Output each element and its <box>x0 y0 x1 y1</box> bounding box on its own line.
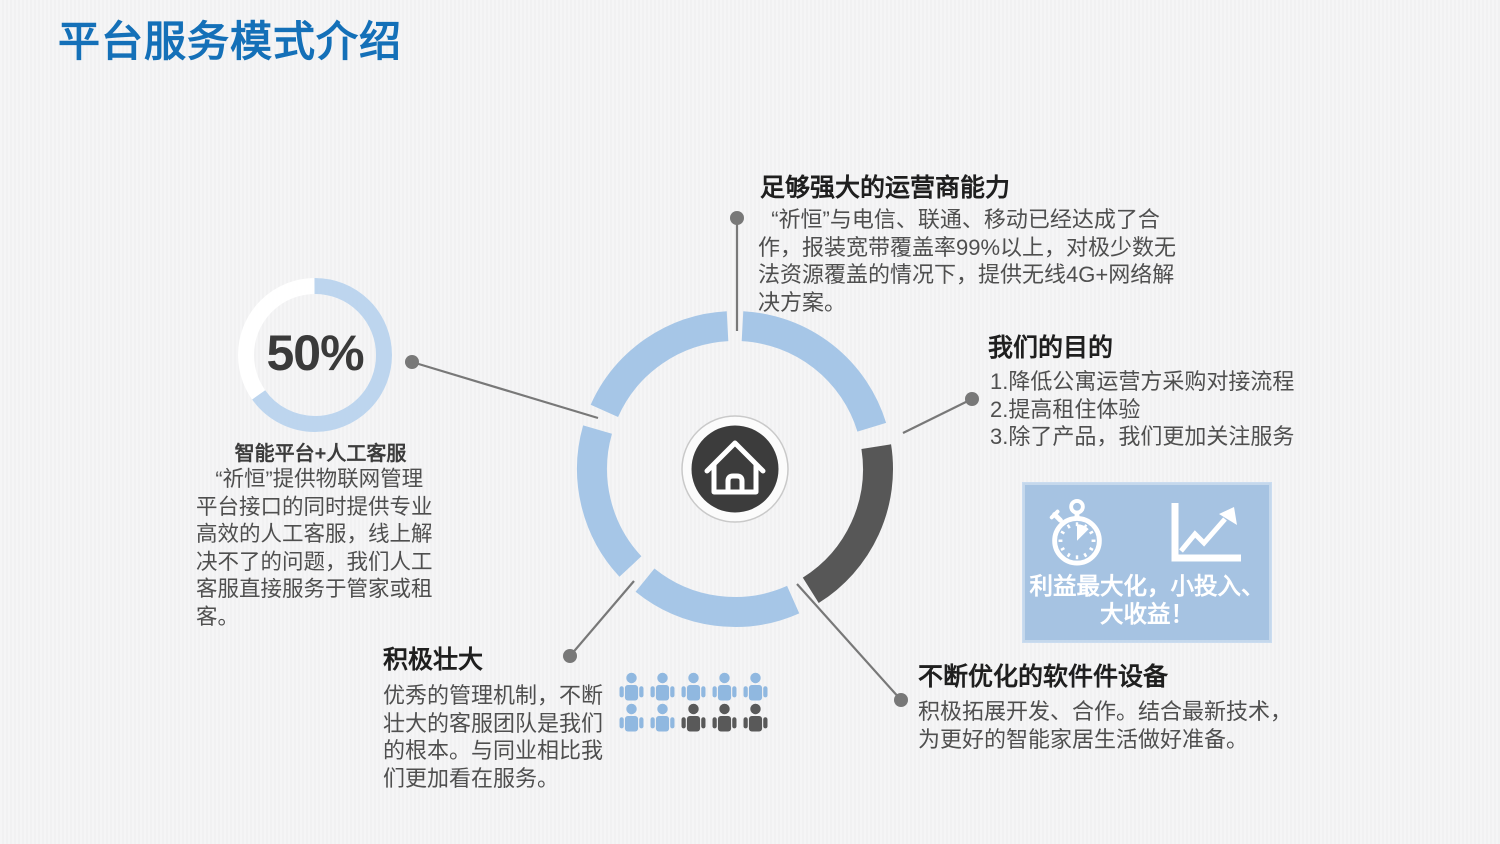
person-icon <box>679 672 708 701</box>
operator-body: “祈恒”与电信、联通、移动已经达成了合作，报装宽带覆盖率99%以上，对极少数无法… <box>758 207 1177 315</box>
service-donut <box>230 270 400 440</box>
person-icon <box>617 672 646 701</box>
operator-title: 足够强大的运营商能力 <box>760 174 1011 202</box>
purpose-item: 3.除了产品，我们更加关注服务 <box>990 424 1295 449</box>
stopwatch-icon <box>1049 498 1102 566</box>
growth-chart-icon <box>1171 503 1241 562</box>
software-title: 不断优化的软件件设备 <box>918 663 1169 691</box>
page-title: 平台服务模式介绍 <box>58 18 403 65</box>
benefit-box: 利益最大化，小投入、大收益！ <box>1022 482 1272 643</box>
connector-lines <box>405 211 979 707</box>
growth-body: 优秀的管理机制，不断壮大的客服团队是我们的根本。与同业相比我们更加看在服务。 <box>383 683 604 791</box>
service-body: “祈恒”提供物联网管理平台接口的同时提供专业高效的人工客服，线上解决不了的问题，… <box>196 467 433 629</box>
connector-line <box>796 583 902 701</box>
person-icon <box>710 672 739 701</box>
person-icon <box>741 672 770 701</box>
person-icon <box>648 703 677 732</box>
person-icon <box>710 703 739 732</box>
connector-dot <box>405 355 419 369</box>
software-body: 积极拓展开发、合作。结合最新技术，为更好的智能家居生活做好准备。 <box>918 699 1293 752</box>
person-icon <box>617 703 646 732</box>
connector-dot <box>965 392 979 406</box>
center-dark-circle <box>691 425 779 513</box>
service-donut-chart <box>238 278 392 432</box>
person-icon <box>741 703 770 732</box>
ring-segment <box>577 311 893 627</box>
person-icon <box>679 703 708 732</box>
connector-line <box>902 398 973 434</box>
connector-line <box>411 360 599 420</box>
home-icon <box>704 440 766 495</box>
purpose-title: 我们的目的 <box>988 334 1114 362</box>
connector-dot <box>563 649 577 663</box>
team-grid <box>617 672 777 734</box>
donut-value-arc <box>238 278 392 432</box>
growth-title: 积极壮大 <box>383 646 484 674</box>
benefit-icons <box>1023 483 1271 568</box>
ring-segment <box>577 311 893 627</box>
ring-segment <box>577 311 893 627</box>
person-icon <box>648 672 677 701</box>
purpose-item: 1.降低公寓运营方采购对接流程 <box>990 369 1295 394</box>
benefit-text: 利益最大化，小投入、大收益！ <box>1029 573 1265 627</box>
connector-dot <box>894 693 908 707</box>
purpose-list: 1.降低公寓运营方采购对接流程 2.提高租住体验 3.除了产品，我们更加关注服务 <box>990 368 1320 451</box>
connector-dot <box>730 211 744 225</box>
service-title: 智能平台+人工客服 <box>234 443 407 465</box>
donut-percent-label: 50% <box>266 325 364 381</box>
ring-segment <box>577 311 893 627</box>
purpose-item: 2.提高租住体验 <box>990 396 1141 422</box>
connector-line <box>569 580 635 657</box>
